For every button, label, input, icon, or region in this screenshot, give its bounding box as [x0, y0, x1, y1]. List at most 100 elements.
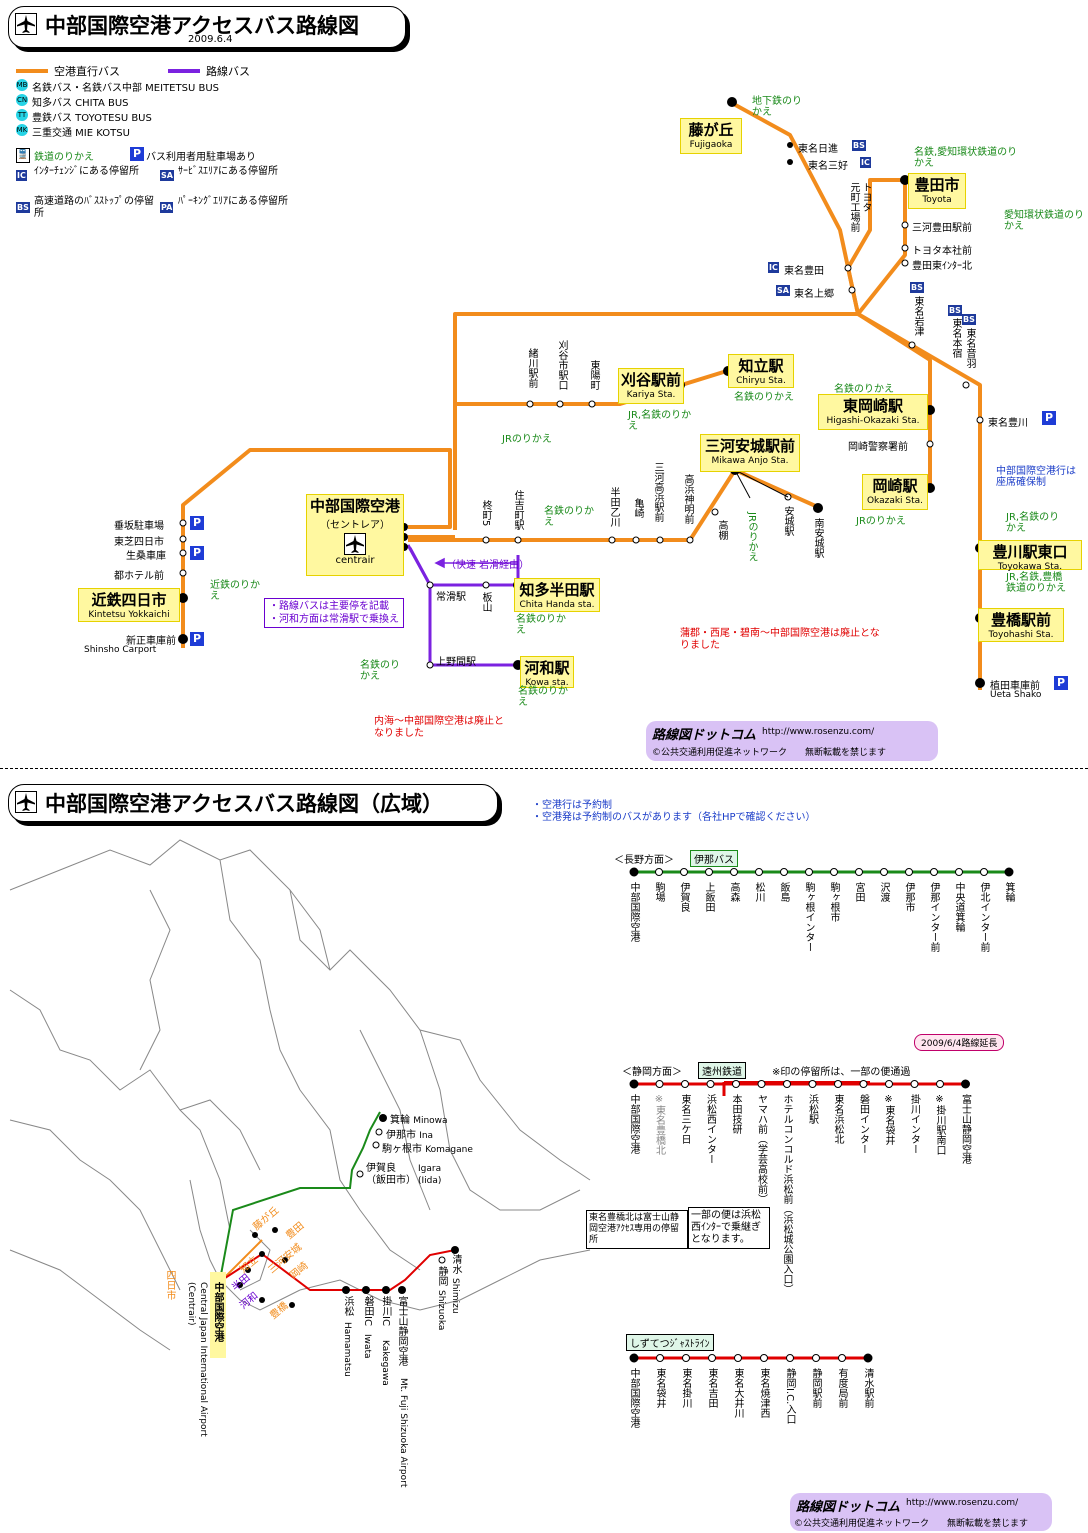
station-en: Higashi-Okazaki Sta.: [826, 416, 920, 426]
parking-icon: P: [130, 147, 144, 161]
station-mikawaanjo[interactable]: 三河安城駅前 Mikawa Anjo Sta.: [700, 434, 800, 472]
station-chitahanda[interactable]: 知多半田駅 Chita Handa sta.: [514, 578, 600, 612]
stop-uenoma: 上野間駅: [436, 657, 476, 668]
station-en: Toyota: [922, 195, 952, 205]
shizuoka-direction: ＜静岡方面＞: [622, 1067, 682, 1078]
shizuoka-stop-label: 磐田インター: [857, 1094, 869, 1154]
stop-toshiba: 東芝四日市: [114, 537, 164, 548]
shizutetsu-stop-dot: [812, 1354, 820, 1362]
airplane-icon: [15, 13, 37, 35]
ic-badge: IC: [860, 157, 871, 168]
stop-ikuwa: 生桑車庫: [126, 551, 166, 562]
shizutetsu-stop-dot: [760, 1354, 768, 1362]
wm-airport: 中部国際空港: [212, 1282, 223, 1342]
route-map-lines: [178, 97, 985, 690]
shizuoka-stop-label: ※東名袋井: [883, 1094, 894, 1145]
station-fujigaoka[interactable]: 藤が丘 Fujigaoka: [680, 118, 742, 154]
stop-sumiyoshi: 住吉町駅: [512, 490, 523, 530]
wm-shizuoka: 静岡: [436, 1266, 447, 1286]
purple-line-swatch: [168, 69, 200, 73]
airplane-icon: [15, 791, 37, 813]
stop-tomei-toyokawa: 東名豊川: [988, 418, 1028, 429]
station-toyota[interactable]: 豊田市 Toyota: [908, 173, 966, 209]
rosenzu-logo: 路線図ドットコム: [796, 1500, 901, 1515]
route-notes: ・路線バスは主要停を記載 ・河和方面は常滑駅で乗換え: [264, 598, 404, 628]
rosenzu-url[interactable]: http://www.rosenzu.com/: [762, 727, 875, 737]
stop-tomei-motojuku: 東名本宿: [950, 318, 961, 358]
nagano-stop-dot: [629, 867, 639, 877]
shizuoka-stop-dot: [629, 1079, 639, 1089]
shizutetsu-stop-label: 清水駅前: [862, 1368, 873, 1408]
station-toyohashi[interactable]: 豊橋駅前 Toyohashi Sta.: [978, 608, 1064, 642]
kariya-transfer: JR,名鉄のりかえ: [628, 410, 692, 432]
wm-ina: 伊那市 Ina: [386, 1130, 434, 1141]
route-note-2: ・河和方面は常滑駅で乗換え: [269, 614, 399, 625]
airport-en: centrair: [335, 555, 375, 566]
station-kariya[interactable]: 刈谷駅前 Kariya Sta.: [618, 368, 684, 404]
note-toyohashi-kita: 東名豊橋北は富士山静岡空港ｱｸｾｽ専用の停留所: [586, 1210, 688, 1249]
shizuoka-stop-dot: [961, 1079, 970, 1089]
stop-handaotsukawa: 半田乙川: [608, 487, 619, 527]
station-higashiokazaki[interactable]: 東岡崎駅 Higashi-Okazaki Sta.: [818, 394, 928, 430]
rosenzu-url[interactable]: http://www.rosenzu.com/: [906, 1498, 1019, 1508]
stop-shinsho: 新正車庫前: [126, 636, 176, 647]
stop-kariyaguchi: 刈谷市駅口: [556, 340, 567, 390]
wide-area-map: [9, 839, 591, 1351]
shizuoka-stop-dot: [859, 1080, 868, 1088]
bs-badge: BS: [962, 314, 976, 325]
parking-icon: P: [1042, 411, 1056, 425]
station-okazaki[interactable]: 岡崎駅 Okazaki Sta.: [862, 474, 928, 510]
shizutetsu-stop-dot: [838, 1354, 846, 1362]
rosenzu-credit-2: 路線図ドットコム http://www.rosenzu.com/ ©公共交通利用…: [790, 1493, 1052, 1531]
shizuoka-stop-label: 浜松駅: [806, 1094, 818, 1124]
wm-iwata: 磐田IC: [362, 1296, 373, 1326]
rosenzu-copy: ©公共交通利用促進ネットワーク 無断転載を禁じます: [652, 748, 887, 758]
title-box: 中部国際空港アクセスバス路線図: [8, 6, 406, 48]
station-name: 藤が丘: [688, 121, 734, 139]
shizuoka-note: ※印の停留所は、一部の便通過: [772, 1067, 911, 1078]
date-label: 2009.6.4: [188, 34, 233, 45]
legend-mk: 三重交通 MIE KOTSU: [32, 128, 130, 139]
stop-mikawatakahama: 三河高浜駅前: [652, 462, 663, 522]
sa-badge: SA: [160, 170, 174, 181]
shizuoka-stop-label: 本田技研: [730, 1094, 741, 1134]
nagano-stop-label: 伊那インター前: [928, 882, 939, 952]
shizuoka-stop-dot: [732, 1080, 740, 1088]
shizutetsu-stop-label: 有度局前: [836, 1368, 847, 1408]
station-centrair[interactable]: 中部国際空港 （セントレア） centrair: [306, 494, 404, 576]
station-toyokawa[interactable]: 豊川駅東口 Toyokawa Sta.: [978, 540, 1082, 572]
stop-toyota-honsha: トヨタ本社前: [912, 246, 972, 257]
nagano-stop-dot: [705, 868, 713, 876]
stop-takana: 高棚: [716, 520, 727, 540]
station-chiryu[interactable]: 知立駅 Chiryu Sta.: [728, 354, 794, 388]
stop-toyocho: 東陽町: [588, 360, 599, 390]
nagano-line: [629, 867, 1014, 877]
airport-sub: （セントレア）: [320, 520, 390, 531]
bs-badge: BS: [852, 140, 866, 151]
bs-badge: BS: [910, 282, 924, 293]
orange-line-swatch: [16, 69, 48, 73]
route-note-1: ・路線バスは主要停を記載: [269, 601, 389, 612]
stop-toyotahigashi: 豊田東ｲﾝﾀｰ北: [912, 261, 972, 272]
mk-badge: MK: [16, 124, 28, 136]
station-en: Kowa sta.: [525, 678, 569, 688]
title-box-wide: 中部国際空港アクセスバス路線図（広域）: [8, 784, 498, 822]
nagano-stop-label: 沢渡: [878, 882, 889, 902]
nagano-stop-label: 高森: [728, 882, 739, 902]
legend-parking: バス利用者用駐車場あり: [146, 152, 256, 163]
shizutetsu-line: [629, 1353, 873, 1363]
wm-shimizu-en: Shimizu: [450, 1278, 460, 1314]
station-kowa[interactable]: 河和駅 Kowa sta.: [520, 656, 574, 688]
legend-bs: 高速道路のﾊﾞｽｽﾄｯﾌﾟの停留所: [34, 196, 154, 219]
stop-itayama: 板山: [480, 592, 491, 612]
station-kintetsu-yokkaichi[interactable]: 近鉄四日市 Kintetsu Yokkaichi: [78, 588, 180, 622]
shizutetsu-stop-label: 中部国際空港: [628, 1368, 639, 1428]
wm-yokkaichi: 四日市: [164, 1270, 175, 1300]
nagano-stop-label: 松川: [753, 882, 764, 902]
stop-miyako: 都ホテル前: [114, 571, 164, 582]
wm-centrair: (Centrair): [186, 1282, 196, 1326]
shizuoka-stop-dot: [783, 1080, 791, 1088]
nagano-stop-dot: [930, 868, 938, 876]
tt-badge: TT: [16, 109, 28, 121]
page-title: 中部国際空港アクセスバス路線図: [45, 14, 359, 38]
